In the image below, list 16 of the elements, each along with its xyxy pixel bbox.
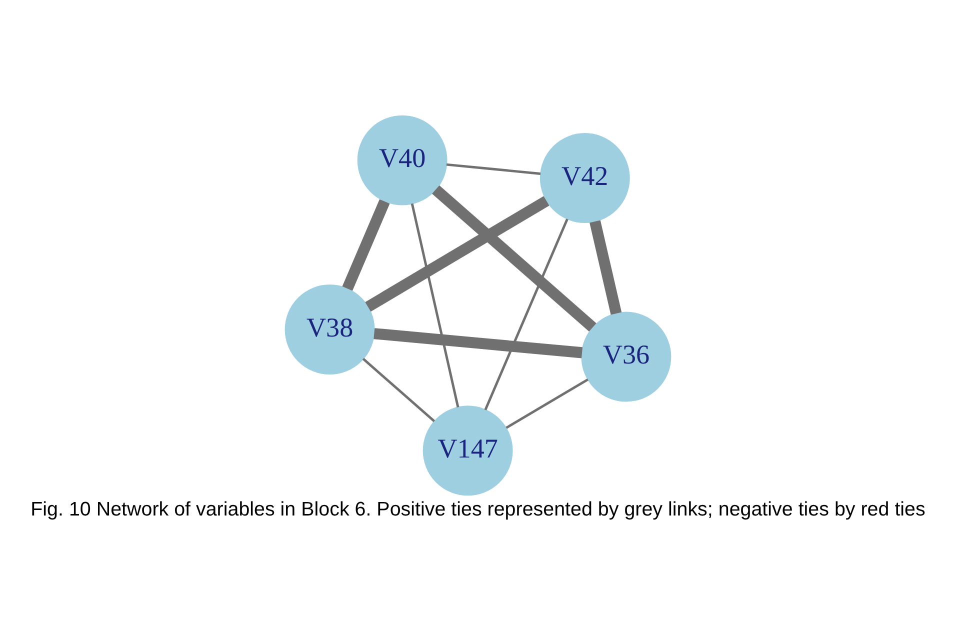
- connector: [362, 358, 436, 422]
- connector: [446, 163, 541, 175]
- node-circle: V42: [540, 133, 630, 223]
- node-circle: V38: [284, 284, 375, 374]
- connector: [342, 199, 390, 291]
- connector: [410, 203, 460, 408]
- connector: [374, 328, 583, 358]
- caption: Fig. 10 Network of variables in Block 6. Positive ties represented by grey links; negative ties by red ties: [30, 498, 926, 521]
- node-circle: V40: [357, 115, 448, 206]
- connector: [432, 185, 596, 332]
- connector: [590, 220, 622, 315]
- connector: [365, 196, 550, 312]
- node-circle: V147: [422, 406, 513, 496]
- connector: [484, 218, 568, 410]
- node-circle: V36: [581, 312, 672, 402]
- connector: [506, 378, 588, 429]
